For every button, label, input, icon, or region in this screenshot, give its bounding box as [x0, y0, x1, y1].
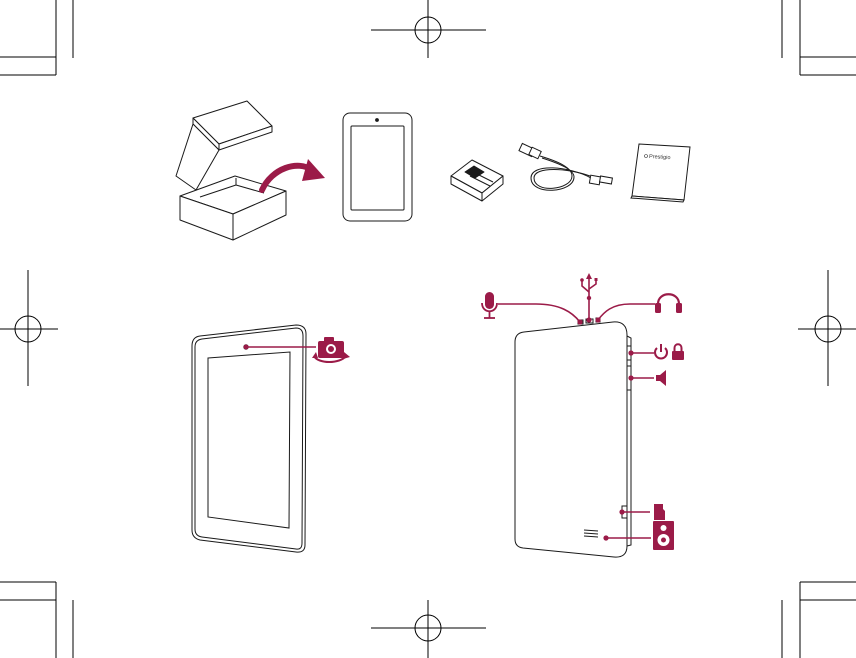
- usb-port-icon: [580, 273, 597, 300]
- registration-mark-top: [371, 0, 486, 58]
- power-lock-icon: [655, 344, 684, 360]
- power-adapter-icon: [451, 160, 503, 201]
- microphone-icon: [482, 292, 497, 318]
- registration-mark-bottom: [371, 600, 486, 658]
- tablet-front-icon: [343, 113, 412, 221]
- usb-cable-icon: [519, 143, 612, 190]
- tablet-back-view: [515, 318, 631, 557]
- registration-mark-left: [0, 270, 58, 386]
- registration-mark-right: [798, 270, 856, 386]
- manual-brand-text: Prestigio: [649, 154, 671, 161]
- front-camera-icon: [312, 337, 350, 362]
- user-manual-icon: Prestigio: [631, 144, 690, 202]
- headphone-jack-icon: [655, 294, 682, 313]
- open-box-icon: [176, 101, 286, 240]
- speaker-icon: [653, 521, 674, 550]
- device-front: [192, 325, 350, 552]
- curved-arrow-icon: [262, 159, 325, 190]
- volume-icon: [656, 370, 666, 386]
- tablet-front-view: [192, 325, 306, 552]
- device-back: [482, 273, 684, 557]
- microsd-card-icon: [654, 504, 665, 520]
